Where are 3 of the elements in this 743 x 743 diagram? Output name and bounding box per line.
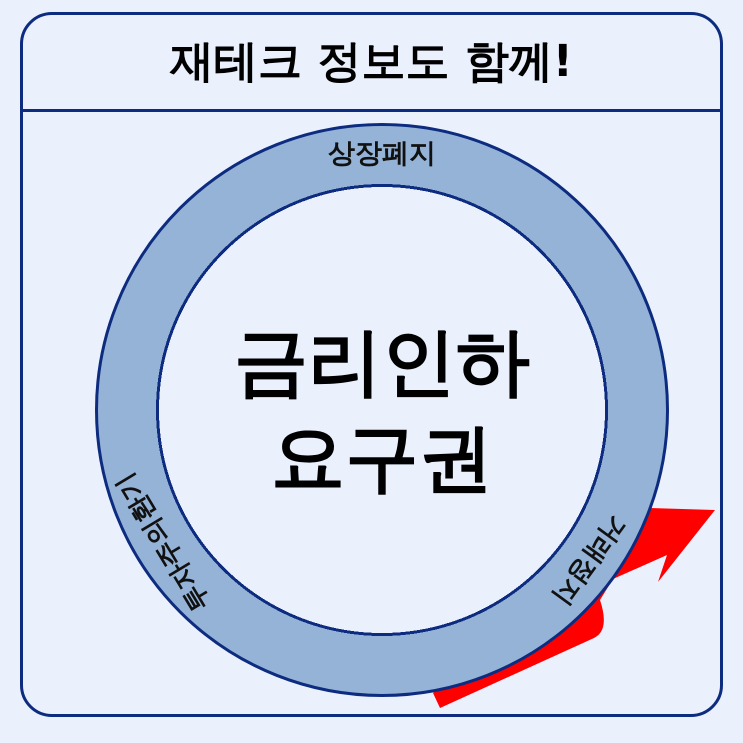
ring-label: 상장폐지	[328, 139, 436, 169]
title: 재테크 정보도 함께!	[170, 38, 573, 86]
center-heading: 금리인하 요구권	[234, 318, 530, 503]
